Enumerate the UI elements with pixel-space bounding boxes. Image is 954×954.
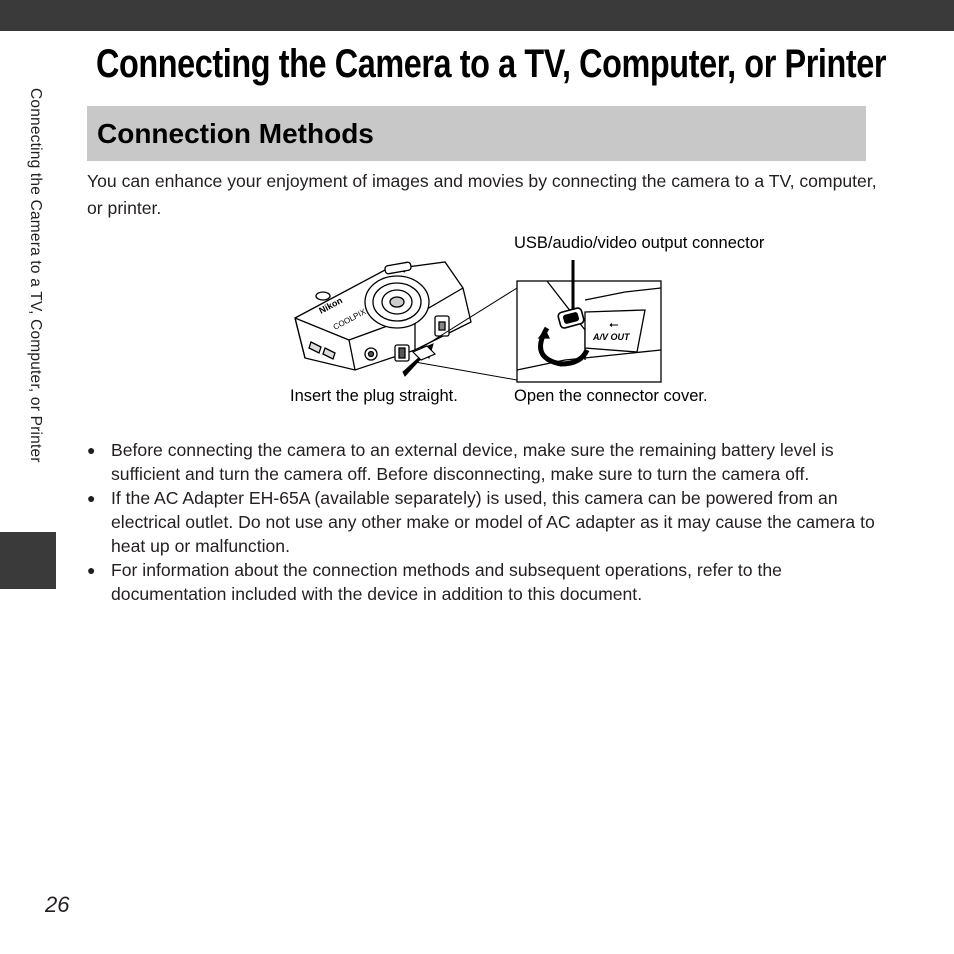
list-item: ● If the AC Adapter EH-65A (available sep… <box>87 486 877 558</box>
top-bar <box>0 0 954 31</box>
section-heading: Connection Methods <box>97 118 374 149</box>
plug-label: Insert the plug straight. <box>290 387 458 405</box>
connector-closeup <box>516 280 662 383</box>
side-tab-text: Connecting the Camera to a TV, Computer,… <box>27 88 44 463</box>
bullet-list: ● Before connecting the camera to an exte… <box>87 438 877 606</box>
intro-paragraph: You can enhance your enjoyment of images… <box>87 171 877 218</box>
camera-illustration: Nikon COOLPIX A/V OUT ⭠ <box>294 260 662 383</box>
bullet-text: If the AC Adapter EH-65A (available sepa… <box>111 488 875 556</box>
bullet-text: Before connecting the camera to an exter… <box>111 440 834 484</box>
port-label-text: A/V OUT <box>592 332 631 342</box>
list-item: ● Before connecting the camera to an exte… <box>87 438 877 486</box>
section-band: Connection Methods <box>87 106 866 161</box>
bullet-icon: ● <box>87 490 96 506</box>
bullet-text: For information about the connection met… <box>111 560 782 604</box>
cover-label: Open the connector cover. <box>514 387 708 405</box>
usb-symbol-icon: ⭠ <box>609 317 619 331</box>
side-tab-marker <box>0 532 56 589</box>
connector-label: USB/audio/video output connector <box>514 234 765 252</box>
page-number: 26 <box>45 892 70 917</box>
bullet-icon: ● <box>87 562 96 578</box>
connection-figure: Nikon COOLPIX A/V OUT ⭠ USB/audio/ <box>285 230 825 415</box>
bullet-icon: ● <box>87 442 96 458</box>
page-title: Connecting the Camera to a TV, Computer,… <box>96 42 887 86</box>
camera-body <box>294 261 472 371</box>
list-item: ● For information about the connection me… <box>87 558 877 606</box>
